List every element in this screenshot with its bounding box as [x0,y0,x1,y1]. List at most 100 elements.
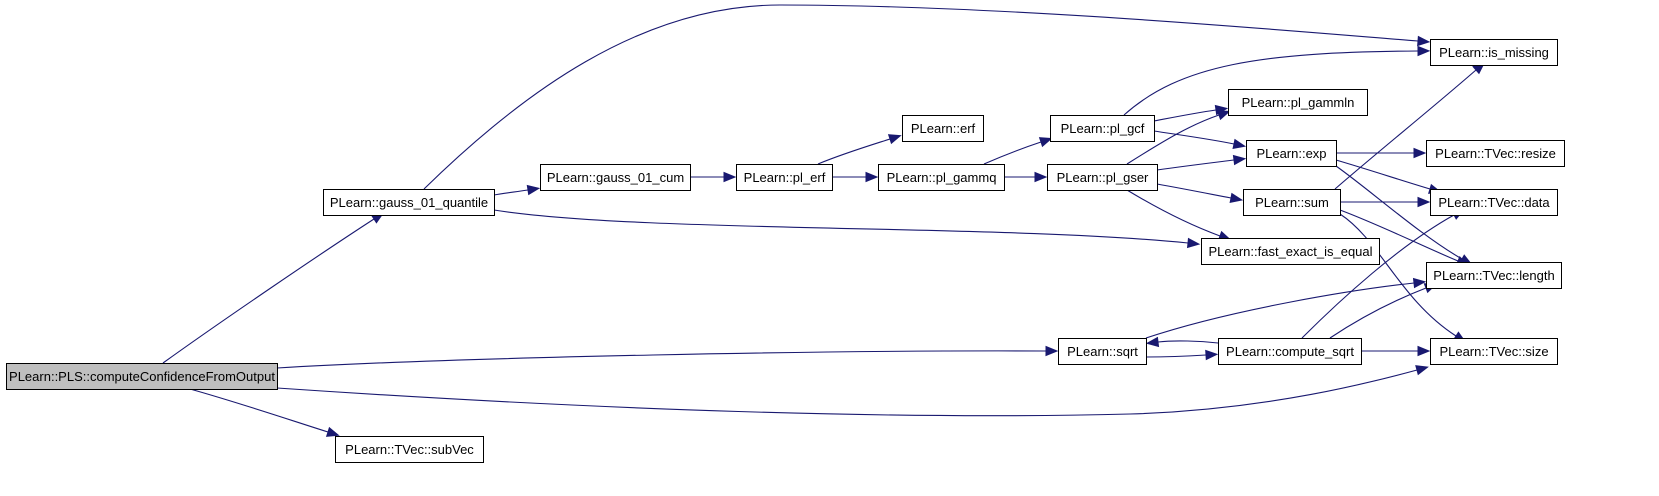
edge-pl_gser-to-fast_eq [1126,189,1232,241]
edge-line [1157,340,1219,344]
edge-root-to-size [276,365,1429,417]
edge-arrowhead [1417,35,1431,47]
node-gauss_cum[interactable]: PLearn::gauss_01_cum [540,164,691,191]
edge-compute_sqrt-to-size [1360,345,1431,357]
edge-line [1334,69,1477,190]
node-size[interactable]: PLearn::TVec::size [1430,338,1558,365]
node-box [1426,140,1565,167]
edge-line [276,369,1418,417]
edge-gauss_cum-to-pl_erf [689,171,737,183]
node-is_missing[interactable]: PLearn::is_missing [1430,39,1558,66]
node-label: PLearn::pl_gser [1057,170,1149,185]
node-pl_gcf[interactable]: PLearn::pl_gcf [1050,115,1155,142]
edge-pl_gser-to-exp [1156,154,1247,171]
edge-line [1145,282,1415,339]
node-box [1228,89,1368,116]
edge-arrowhead [887,134,902,145]
node-box [1426,262,1562,289]
edge-line [1301,214,1455,339]
node-label: PLearn::pl_gcf [1061,121,1145,136]
edge-arrowhead [1412,277,1427,289]
node-resize[interactable]: PLearn::TVec::resize [1426,140,1565,167]
node-pl_gammq[interactable]: PLearn::pl_gammq [878,164,1005,191]
node-box [1246,140,1337,167]
node-length[interactable]: PLearn::TVec::length [1426,262,1562,289]
edge-arrowhead [1229,192,1244,204]
node-label: PLearn::exp [1256,146,1326,161]
node-subvec[interactable]: PLearn::TVec::subVec [335,436,484,463]
node-box [323,189,495,216]
node-label: PLearn::pl_gammln [1242,95,1355,110]
edge-root-to-gauss_q [162,212,385,364]
edge-line [1156,183,1232,199]
edge-pl_erf-to-erf [817,134,902,165]
node-erf[interactable]: PLearn::erf [902,115,984,142]
node-exp[interactable]: PLearn::exp [1246,140,1337,167]
edge-line [1335,165,1463,260]
node-pl_gammln[interactable]: PLearn::pl_gammln [1228,89,1368,116]
edge-pl_gser-to-sum [1156,183,1244,204]
node-box [540,164,691,191]
node-root[interactable]: PLearn::PLS::computeConfidenceFromOutput [6,363,278,390]
edge-pl_erf-to-pl_gammq [831,171,879,183]
node-label: PLearn::TVec::size [1439,344,1548,359]
edge-root-to-sqrt [276,345,1059,369]
node-box [1430,189,1558,216]
node-pl_erf[interactable]: PLearn::pl_erf [736,164,833,191]
node-label: PLearn::gauss_01_quantile [330,195,488,210]
node-label: PLearn::PLS::computeConfidenceFromOutput [9,369,275,384]
node-label: PLearn::pl_gammq [887,170,997,185]
edge-pl_gammq-to-pl_gser [1003,171,1048,183]
edge-line [1126,189,1221,237]
edge-line [493,209,1189,244]
edge-line [1123,50,1419,116]
node-box [902,115,984,142]
edge-arrowhead [1205,349,1219,361]
edge-line [1335,159,1431,190]
node-label: PLearn::TVec::resize [1435,146,1556,161]
edge-line [189,388,329,433]
edge-arrowhead [1417,45,1431,57]
node-box [1058,338,1147,365]
node-fast_eq[interactable]: PLearn::fast_exact_is_equal [1201,238,1380,265]
edge-line [983,141,1042,165]
edge-line [1339,209,1459,262]
edge-line [1153,109,1217,122]
edge-arrowhead [1038,137,1053,148]
node-sum[interactable]: PLearn::sum [1243,189,1341,216]
edge-line [423,4,1419,190]
edge-arrowhead [1417,345,1431,357]
node-pl_gser[interactable]: PLearn::pl_gser [1047,164,1158,191]
node-label: PLearn::compute_sqrt [1226,344,1354,359]
edge-gauss_q-to-is_missing [423,4,1431,190]
edge-arrowhead [723,171,737,183]
edge-arrowhead [526,184,541,196]
edge-arrowhead [1045,345,1059,357]
edge-exp-to-data [1335,159,1442,194]
node-gauss_q[interactable]: PLearn::gauss_01_quantile [323,189,495,216]
edge-layer [162,4,1486,437]
edge-line [162,218,375,364]
node-box [1050,115,1155,142]
edge-sum-to-is_missing [1334,61,1486,190]
node-data[interactable]: PLearn::TVec::data [1430,189,1558,216]
edge-arrowhead [1415,365,1429,376]
node-box [1430,338,1558,365]
edge-arrowhead [1232,138,1247,150]
node-label: PLearn::pl_erf [744,170,826,185]
node-label: PLearn::erf [911,121,976,136]
node-label: PLearn::is_missing [1439,45,1549,60]
edge-arrowhead [865,171,879,183]
edge-pl_gammq-to-pl_gcf [983,137,1053,165]
edge-line [276,350,1047,369]
edge-arrowhead [1186,237,1201,249]
node-sqrt[interactable]: PLearn::sqrt [1058,338,1147,365]
edge-arrowhead [325,426,340,437]
edge-line [1339,213,1457,337]
edge-sum-to-data [1339,196,1431,208]
node-box [736,164,833,191]
node-compute_sqrt[interactable]: PLearn::compute_sqrt [1218,338,1362,365]
edge-pl_gser-to-pl_gammln [1126,110,1231,165]
node-box [1047,164,1158,191]
